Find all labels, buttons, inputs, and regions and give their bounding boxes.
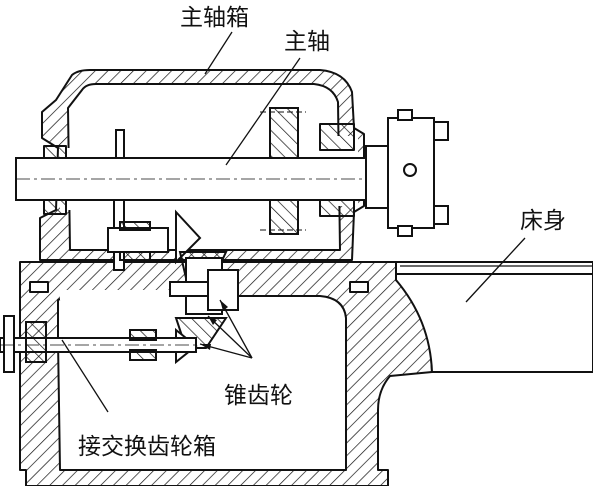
label-bevel-gears: 锥齿轮 [224, 383, 293, 409]
spindle [15, 157, 367, 201]
leader-lines [61, 31, 526, 413]
change-gear-shaft [0, 315, 197, 373]
spindle-pin [115, 129, 125, 159]
spindle-gear [260, 107, 306, 235]
label-headstock: 主轴箱 [180, 5, 249, 31]
vertical-shaft [107, 199, 169, 271]
label-spindle: 主轴 [284, 29, 330, 55]
label-change-gear-box: 接交换齿轮箱 [78, 434, 216, 460]
chuck [365, 109, 449, 237]
leader-arrowheads [200, 300, 228, 350]
label-bed: 床身 [520, 208, 566, 234]
lathe-bed [19, 261, 593, 486]
